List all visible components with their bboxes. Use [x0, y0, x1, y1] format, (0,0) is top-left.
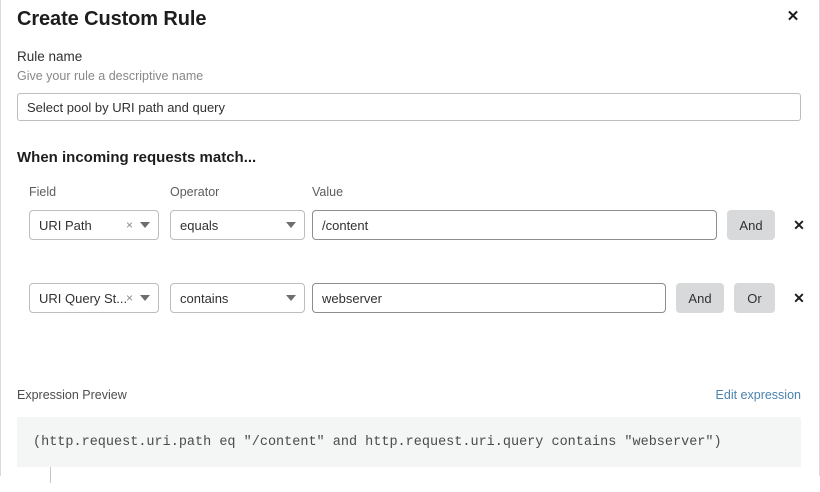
operator-select-row-1[interactable]: equals	[170, 210, 305, 240]
field-select-row-1[interactable]: URI Path ×	[29, 210, 159, 240]
condition-column-headers: Field Operator Value	[15, 185, 805, 204]
column-header-operator: Operator	[170, 185, 220, 199]
operator-select-row-2[interactable]: contains	[170, 283, 305, 313]
chevron-down-icon-operator-row-1	[286, 222, 296, 228]
expression-preview-header: Expression Preview Edit expression	[17, 388, 801, 408]
rule-name-hint: Give your rule a descriptive name	[17, 69, 204, 83]
rule-name-label: Rule name	[17, 49, 83, 64]
and-button-row-1[interactable]: And	[727, 210, 775, 240]
edit-expression-link[interactable]: Edit expression	[715, 388, 801, 402]
page-title: Create Custom Rule	[17, 8, 207, 30]
remove-condition-icon-row-1[interactable]: ✕	[790, 214, 808, 236]
and-button-row-2[interactable]: And	[676, 283, 724, 313]
condition-row: URI Path × equals And ✕	[15, 210, 805, 240]
column-header-value: Value	[312, 185, 344, 199]
clear-icon-row-2[interactable]: ×	[125, 291, 133, 305]
clear-icon-row-1[interactable]: ×	[125, 218, 133, 232]
conditions-area: Field Operator Value URI Path × equals A…	[15, 185, 805, 483]
column-header-field: Field	[29, 185, 57, 199]
rule-name-section: Rule name Give your rule a descriptive n…	[15, 48, 805, 121]
rule-name-input[interactable]	[17, 93, 801, 121]
field-select-value-row-2: URI Query St...	[39, 290, 126, 306]
chevron-down-icon-field-row-2	[140, 295, 150, 301]
value-input-row-2[interactable]	[312, 283, 666, 313]
operator-select-value-row-2: contains	[180, 290, 229, 306]
modal-header: Create Custom Rule ✕	[15, 0, 805, 44]
chevron-down-icon-operator-row-2	[286, 295, 296, 301]
expression-preview-section: Expression Preview Edit expression (http…	[17, 388, 801, 467]
remove-condition-icon-row-2[interactable]: ✕	[790, 287, 808, 309]
conditions-heading: When incoming requests match...	[17, 149, 257, 166]
or-button-row-2[interactable]: Or	[734, 283, 775, 313]
condition-row: URI Query St... × contains And Or ✕	[15, 283, 805, 313]
connector-line-bottom	[50, 467, 51, 483]
close-icon[interactable]: ✕	[781, 4, 805, 28]
field-select-value-row-1: URI Path	[39, 217, 92, 233]
expression-preview-label: Expression Preview	[17, 388, 127, 402]
expression-code: (http.request.uri.path eq "/content" and…	[17, 417, 801, 467]
field-select-row-2[interactable]: URI Query St... ×	[29, 283, 159, 313]
operator-select-value-row-1: equals	[180, 217, 219, 233]
chevron-down-icon-field-row-1	[140, 222, 150, 228]
value-input-row-1[interactable]	[312, 210, 717, 240]
